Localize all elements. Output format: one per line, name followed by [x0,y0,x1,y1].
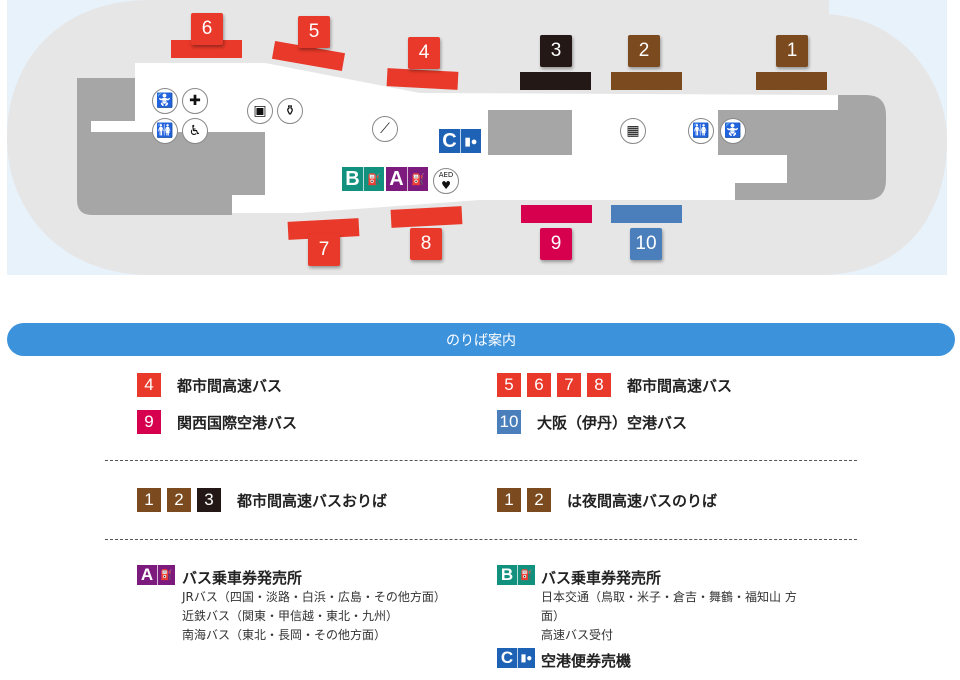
bay-10-badge: 10 [630,228,662,260]
bay-8-badge: 8 [410,228,442,260]
boarding-guide-banner: のりば案内 [7,323,955,356]
wheelchair-icon: ♿ [182,118,208,144]
office-a-tag: A⛽ [137,565,175,585]
bay-3-platform [520,72,591,90]
office-b-info: バス乗車券発売所 日本交通（鳥取・米子・倉吉・舞鶴・福知山 方 面） 高速バス受… [541,569,797,642]
bay-2-platform [611,72,682,90]
bay-8-platform [390,206,463,228]
office-a-info: バス乗車券発売所 JRバス（四国・淡路・白浜・広島・その他方面） 近鉄バス（関東… [182,569,446,642]
counter-icon: ⛽ [411,173,425,186]
legend-text: 都市間高速バス [177,376,283,395]
bay-4-badge: 4 [408,37,440,69]
bay-1-platform [756,72,827,90]
first-aid-icon: ✚ [182,88,208,114]
bay-8-badge: 8 [587,373,611,397]
counter-icon: ⛽ [367,173,381,186]
bus-terminal-map: 1 2 3 4 5 6 7 8 9 10 🚼 ✚ 🚻 ♿ ▣ ⚱ ⟋ ▦ 🚻 🚼 AED♥ C▮●… [0,0,960,280]
ticket-office-a-tag: A⛽ [386,167,428,191]
legend-text: は夜間高速バスのりば [567,491,718,510]
bay-4-badge: 4 [137,373,161,397]
bay-1-badge: 1 [776,35,808,67]
restroom-icon: 🚻 [688,118,714,144]
bay-1-badge: 1 [137,488,161,512]
bay-6-badge: 6 [191,13,223,45]
bay-5-badge: 5 [298,16,330,48]
bay-10-platform [611,205,682,223]
bay-2-badge: 2 [527,488,551,512]
aed-icon: AED♥ [433,168,459,194]
bay-3-badge: 3 [197,488,221,512]
legend-row: 10 大阪（伊丹）空港バス [497,410,687,434]
office-c-info: 空港便券売機 [541,652,632,670]
elevator-icon: ▦ [620,118,646,144]
restroom-icon: 🚻 [152,118,178,144]
ticket-office-b-tag: B⛽ [342,167,384,191]
bay-5-badge: 5 [497,373,521,397]
bay-1-badge: 1 [497,488,521,512]
legend-text: 大阪（伊丹）空港バス [537,413,688,432]
office-b-tag: B⛽ [497,565,535,585]
bay-9-badge: 9 [137,410,161,434]
bay-2-badge: 2 [628,35,660,67]
legend-text: 都市間高速バスおりば [237,491,388,510]
baby-changing-icon: 🚼 [720,118,746,144]
ticket-office-c-tag: C▮● [439,129,481,153]
legend-text: 都市間高速バス [627,376,733,395]
vending-machine-icon: ⚱ [277,98,303,124]
divider [105,539,857,540]
bay-9-badge: 9 [540,228,572,260]
bay-6-platform [171,40,242,58]
legend-row: 9 関西国際空港バス [137,410,297,434]
divider [105,460,857,461]
coin-locker-icon: ▣ [247,98,273,124]
legend-row: 4 都市間高速バス [137,373,282,397]
bay-6-badge: 6 [527,373,551,397]
ticket-machine-icon: ▮● [464,135,478,148]
legend-text: 関西国際空港バス [177,413,298,432]
escalator-icon: ⟋ [372,116,398,142]
bay-3-badge: 3 [540,35,572,67]
bay-2-badge: 2 [167,488,191,512]
office-c-tag: C▮● [497,648,535,668]
bay-7-badge: 7 [557,373,581,397]
bay-9-platform [521,205,592,223]
bay-10-badge: 10 [497,410,521,434]
bay-4-platform [386,68,459,90]
baby-changing-icon: 🚼 [152,88,178,114]
bay-7-badge: 7 [308,234,340,266]
